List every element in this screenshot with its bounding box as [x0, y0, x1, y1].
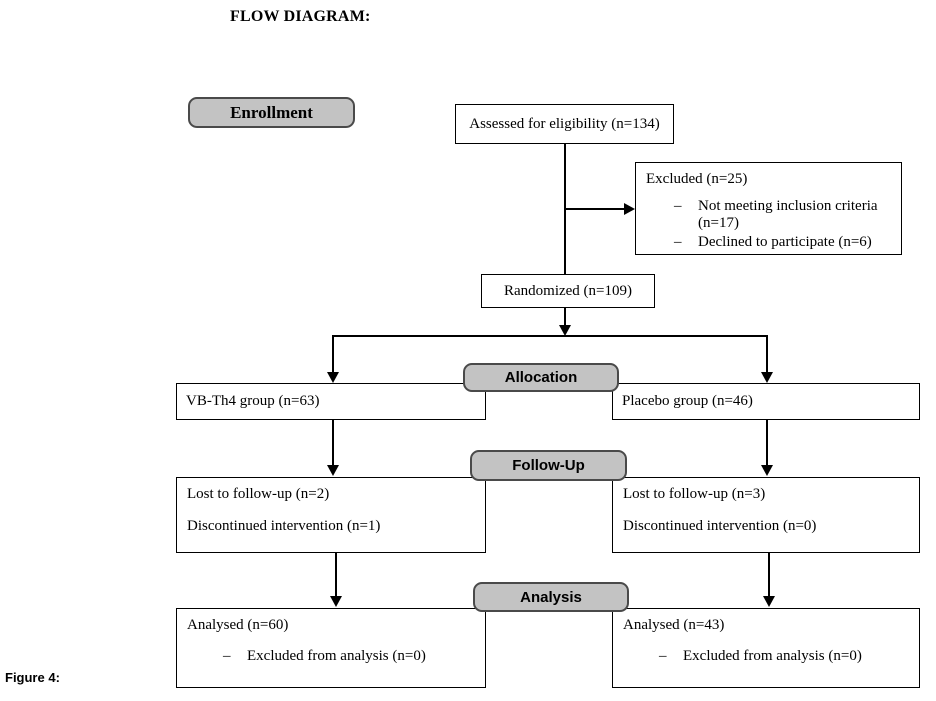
analysis-left-box: Analysed (n=60) – Excluded from analysis…	[176, 608, 486, 688]
connector-followup-to-analysis-right	[768, 553, 770, 597]
excluded-item: – Not meeting inclusion criteria (n=17)	[674, 198, 891, 232]
connector-group-to-followup-left	[332, 420, 334, 466]
group-right-text: Placebo group (n=46)	[622, 393, 753, 409]
excluded-item-text: Declined to participate (n=6)	[698, 234, 872, 250]
connector-branch-excluded	[564, 208, 625, 210]
bullet-dash: –	[674, 198, 682, 214]
enrollment-label-text: Enrollment	[230, 102, 313, 122]
analysis-right-item-text: Excluded from analysis (n=0)	[683, 648, 862, 664]
stage-label-allocation: Allocation	[463, 363, 619, 392]
excluded-list: – Not meeting inclusion criteria (n=17) …	[646, 198, 891, 251]
arrowhead-junction	[559, 325, 571, 336]
group-right-box: Placebo group (n=46)	[612, 383, 920, 420]
arrowhead-excluded	[624, 203, 635, 215]
followup-left-line1: Lost to follow-up (n=2)	[187, 486, 330, 502]
randomized-box: Randomized (n=109)	[481, 274, 655, 308]
followup-label-text: Follow-Up	[512, 457, 585, 474]
diagram-title: FLOW DIAGRAM:	[230, 8, 371, 25]
analysis-left-item: – Excluded from analysis (n=0)	[223, 648, 475, 665]
bullet-dash: –	[659, 648, 667, 664]
allocation-label-text: Allocation	[504, 369, 578, 386]
connector-group-to-followup-right	[766, 420, 768, 466]
analysis-left-title: Analysed (n=60)	[187, 617, 289, 633]
assessed-box: Assessed for eligibility (n=134)	[455, 104, 674, 144]
followup-right-line1: Lost to follow-up (n=3)	[623, 486, 766, 502]
followup-right-box: Lost to follow-up (n=3) Discontinued int…	[612, 477, 920, 553]
connector-allocation-split	[332, 335, 768, 337]
assessed-text: Assessed for eligibility (n=134)	[469, 115, 660, 132]
analysis-right-box: Analysed (n=43) – Excluded from analysis…	[612, 608, 920, 688]
group-left-box: VB-Th4 group (n=63)	[176, 383, 486, 420]
connector-split-right	[766, 335, 768, 373]
excluded-title: Excluded (n=25)	[646, 171, 748, 187]
stage-label-analysis: Analysis	[473, 582, 629, 612]
arrowhead-analysis-right	[763, 596, 775, 607]
connector-followup-to-analysis-left	[335, 553, 337, 597]
connector-randomized-down	[564, 308, 566, 326]
followup-right-line2: Discontinued intervention (n=0)	[623, 518, 817, 534]
stage-label-followup: Follow-Up	[470, 450, 627, 481]
arrowhead-group-right	[761, 372, 773, 383]
followup-left-box: Lost to follow-up (n=2) Discontinued int…	[176, 477, 486, 553]
analysis-right-title: Analysed (n=43)	[623, 617, 725, 633]
excluded-item: – Declined to participate (n=6)	[674, 234, 891, 251]
followup-left-line2: Discontinued intervention (n=1)	[187, 518, 381, 534]
analysis-left-item-text: Excluded from analysis (n=0)	[247, 648, 426, 664]
group-left-text: VB-Th4 group (n=63)	[186, 393, 320, 409]
arrowhead-followup-right	[761, 465, 773, 476]
randomized-text: Randomized (n=109)	[503, 282, 632, 299]
arrowhead-followup-left	[327, 465, 339, 476]
excluded-box: Excluded (n=25) – Not meeting inclusion …	[635, 162, 902, 255]
arrowhead-analysis-left	[330, 596, 342, 607]
stage-label-enrollment: Enrollment	[188, 97, 355, 128]
bullet-dash: –	[674, 234, 682, 250]
bullet-dash: –	[223, 648, 231, 664]
connector-split-left	[332, 335, 334, 373]
analysis-label-text: Analysis	[520, 588, 582, 606]
figure-caption: Figure 4:	[5, 670, 60, 685]
analysis-right-item: – Excluded from analysis (n=0)	[659, 648, 909, 665]
arrowhead-group-left	[327, 372, 339, 383]
excluded-item-text: Not meeting inclusion criteria (n=17)	[698, 198, 878, 231]
